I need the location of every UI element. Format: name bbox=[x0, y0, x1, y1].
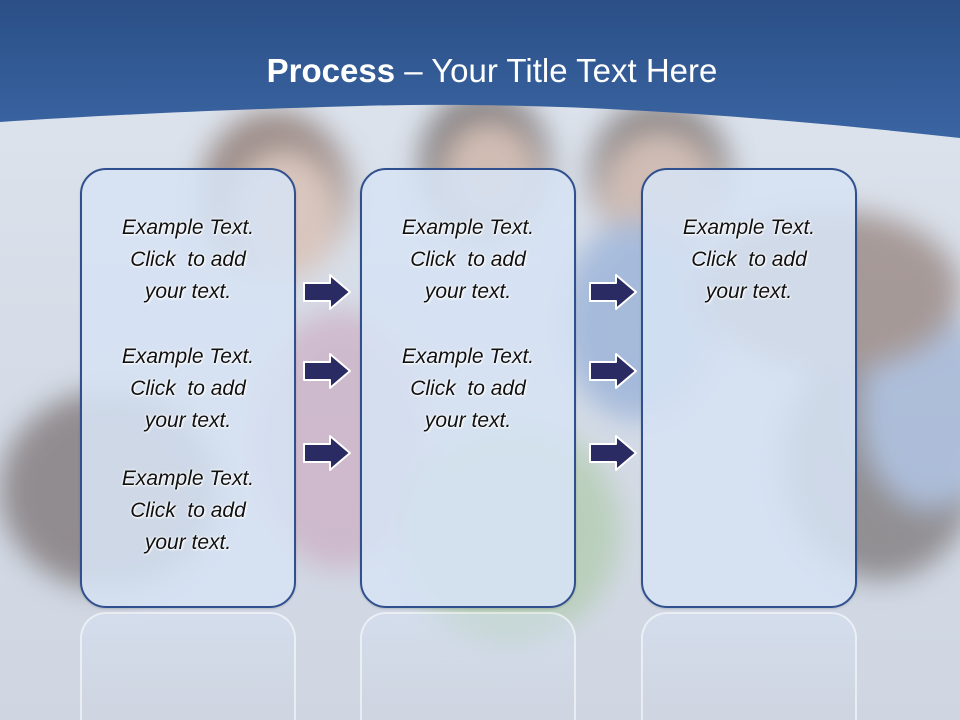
text-line: your text. bbox=[144, 531, 232, 554]
process-box-3[interactable]: Example Text. Click to add your text. bbox=[641, 168, 857, 608]
text-line: Click to add bbox=[130, 499, 246, 522]
text-placeholder[interactable]: Example Text. Click to add your text. bbox=[82, 463, 294, 559]
right-arrow-icon bbox=[589, 435, 637, 471]
text-line: your text. bbox=[424, 409, 512, 432]
text-line: Example Text. bbox=[401, 216, 535, 239]
text-line: your text. bbox=[144, 280, 232, 303]
text-line: Example Text. bbox=[682, 216, 816, 239]
right-arrow-icon bbox=[303, 353, 351, 389]
text-placeholder[interactable]: Example Text. Click to add your text. bbox=[82, 341, 294, 437]
box-reflection bbox=[80, 612, 296, 720]
text-line: your text. bbox=[144, 409, 232, 432]
right-arrow-icon bbox=[589, 274, 637, 310]
text-placeholder[interactable]: Example Text. Click to add your text. bbox=[362, 212, 574, 308]
text-line: Example Text. bbox=[121, 467, 255, 490]
process-box-2[interactable]: Example Text. Click to add your text. Ex… bbox=[360, 168, 576, 608]
box-reflection bbox=[360, 612, 576, 720]
text-line: Example Text. bbox=[121, 345, 255, 368]
right-arrow-icon bbox=[303, 274, 351, 310]
text-line: Example Text. bbox=[121, 216, 255, 239]
header-band bbox=[0, 0, 960, 138]
text-line: Click to add bbox=[691, 248, 807, 271]
text-placeholder[interactable]: Example Text. Click to add your text. bbox=[82, 212, 294, 308]
text-line: your text. bbox=[424, 280, 512, 303]
process-box-1[interactable]: Example Text. Click to add your text. Ex… bbox=[80, 168, 296, 608]
text-line: your text. bbox=[705, 280, 793, 303]
text-placeholder[interactable]: Example Text. Click to add your text. bbox=[362, 341, 574, 437]
text-placeholder[interactable]: Example Text. Click to add your text. bbox=[643, 212, 855, 308]
title-rest: – Your Title Text Here bbox=[395, 52, 718, 89]
slide-title[interactable]: Process – Your Title Text Here bbox=[0, 52, 960, 90]
text-line: Click to add bbox=[130, 377, 246, 400]
box-reflection bbox=[641, 612, 857, 720]
right-arrow-icon bbox=[589, 353, 637, 389]
text-line: Click to add bbox=[130, 248, 246, 271]
title-bold: Process bbox=[266, 52, 396, 89]
right-arrow-icon bbox=[303, 435, 351, 471]
text-line: Example Text. bbox=[401, 345, 535, 368]
text-line: Click to add bbox=[410, 248, 526, 271]
text-line: Click to add bbox=[410, 377, 526, 400]
